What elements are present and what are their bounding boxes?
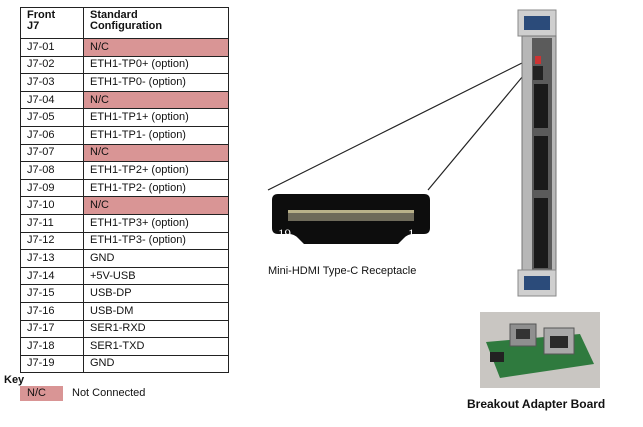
breakout-adapter-board-image [480, 312, 600, 388]
pin-cell: J7-08 [20, 161, 84, 180]
table-row: J7-14+5V-USB [20, 266, 229, 286]
config-cell: GND [83, 249, 229, 268]
card-front-panel-image [517, 9, 557, 297]
pin-cell: J7-02 [20, 55, 84, 75]
card-connector-1 [534, 84, 548, 128]
pin-cell: J7-17 [20, 319, 84, 339]
board-rj45-opening [550, 336, 568, 348]
pin-cell: J7-15 [20, 284, 84, 303]
pin-cell: J7-05 [20, 108, 84, 127]
connector-caption: Mini-HDMI Type-C Receptacle [268, 265, 417, 277]
config-cell: ETH1-TP2- (option) [83, 178, 229, 198]
config-cell: ETH1-TP1+ (option) [83, 108, 229, 127]
card-logo-plate [524, 16, 550, 30]
card-connector-3 [534, 198, 548, 268]
pin-cell: J7-10 [20, 196, 84, 215]
pin-label-1: 1 [408, 226, 415, 241]
receptacle-contacts [288, 210, 414, 221]
config-cell: N/C [83, 90, 229, 110]
pin-cell: J7-07 [20, 143, 84, 163]
config-cell: ETH1-TP0+ (option) [83, 55, 229, 75]
board-caption: Breakout Adapter Board [467, 397, 606, 411]
card-connector-2 [534, 136, 548, 190]
config-cell: ETH1-TP3+ (option) [83, 213, 229, 233]
pin-label-19: 19 [278, 226, 291, 241]
config-cell: USB-DP [83, 284, 229, 303]
config-cell: ETH1-TP3- (option) [83, 231, 229, 251]
pin-cell: J7-03 [20, 73, 84, 92]
leader-line-right [427, 69, 528, 191]
pin-cell: J7-12 [20, 231, 84, 251]
mini-hdmi-connector-diagram: 19 1 [267, 59, 528, 244]
pin-cell: J7-04 [20, 90, 84, 110]
card-mini-hdmi-port [533, 66, 543, 80]
config-cell: N/C [83, 38, 229, 57]
pin-cell: J7-18 [20, 337, 84, 356]
config-cell: N/C [83, 196, 229, 215]
contacts-highlight [288, 210, 414, 213]
key-swatch-nc: N/C [20, 386, 63, 401]
config-cell: GND [83, 354, 229, 374]
board-serial-pins [516, 329, 530, 339]
card-bottom-plate [524, 276, 550, 290]
config-cell: ETH1-TP2+ (option) [83, 161, 229, 180]
config-cell: N/C [83, 143, 229, 163]
board-usb-connector [490, 352, 504, 362]
config-cell: SER1-TXD [83, 337, 229, 356]
leader-line-left [267, 59, 528, 191]
config-cell: SER1-RXD [83, 319, 229, 339]
config-cell: ETH1-TP1- (option) [83, 125, 229, 145]
key-title: Key [4, 374, 25, 386]
pin-cell: J7-14 [20, 266, 84, 286]
config-cell: +5V-USB [83, 266, 229, 286]
pin-cell: J7-11 [20, 213, 84, 233]
pin-cell: J7-01 [20, 38, 84, 57]
card-led [535, 56, 541, 64]
pin-cell: J7-06 [20, 125, 84, 145]
pin-cell: J7-13 [20, 249, 84, 268]
pin-cell: J7-09 [20, 178, 84, 198]
key-description: Not Connected [72, 387, 146, 399]
pin-cell: J7-19 [20, 354, 84, 374]
config-cell: USB-DM [83, 301, 229, 321]
config-cell: ETH1-TP0- (option) [83, 73, 229, 92]
pin-cell: J7-16 [20, 301, 84, 321]
